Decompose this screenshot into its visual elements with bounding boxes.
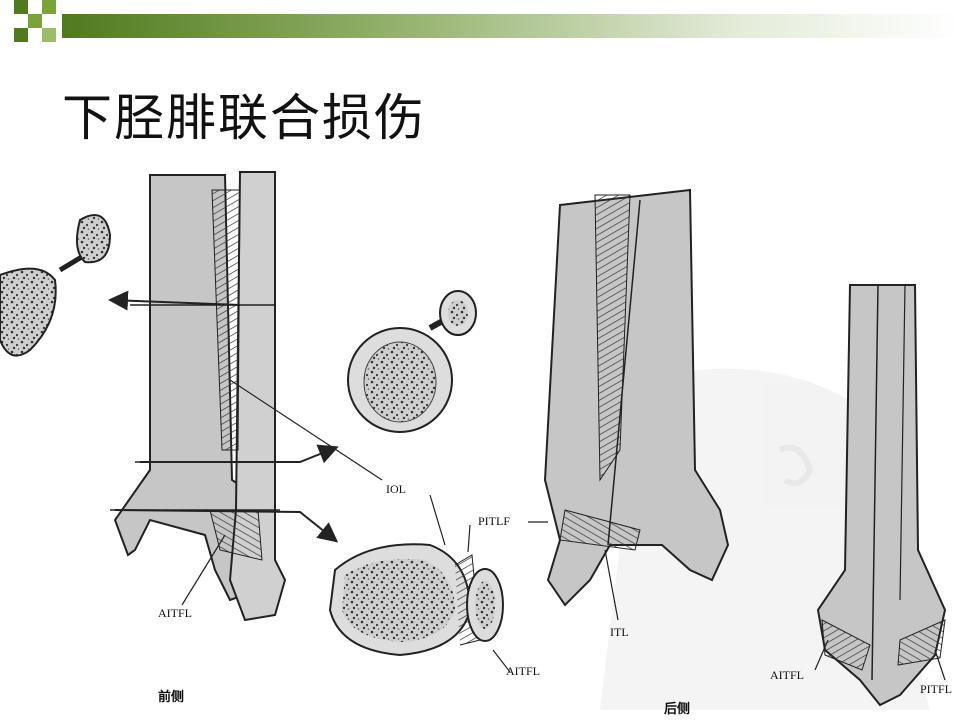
front-view-bones: [110, 171, 287, 622]
cross-section-3: [328, 543, 504, 657]
header-decoration: [14, 0, 960, 42]
right-view-bones: [814, 284, 947, 707]
cross-section-2: [347, 290, 477, 433]
caption-back: 后侧: [664, 702, 691, 717]
caption-front: 前侧: [158, 690, 185, 705]
label-pitfl-right: PITFL: [920, 682, 953, 696]
anatomy-illustration: [0, 171, 947, 710]
label-aitfl-right: AITFL: [770, 668, 804, 682]
label-itl: ITL: [610, 625, 629, 639]
label-aitfl-front: AITFL: [158, 606, 192, 620]
slide-title: 下胫腓联合损伤: [62, 89, 426, 147]
cross-section-1: [0, 214, 112, 357]
back-view-bones: [528, 188, 730, 621]
section-arrows: [108, 290, 339, 543]
leader-lines: [181, 379, 511, 673]
label-aitfl-section: AITFL: [506, 664, 540, 678]
label-iol: IOL: [386, 482, 406, 496]
label-pitlf: PITLF: [478, 514, 511, 528]
